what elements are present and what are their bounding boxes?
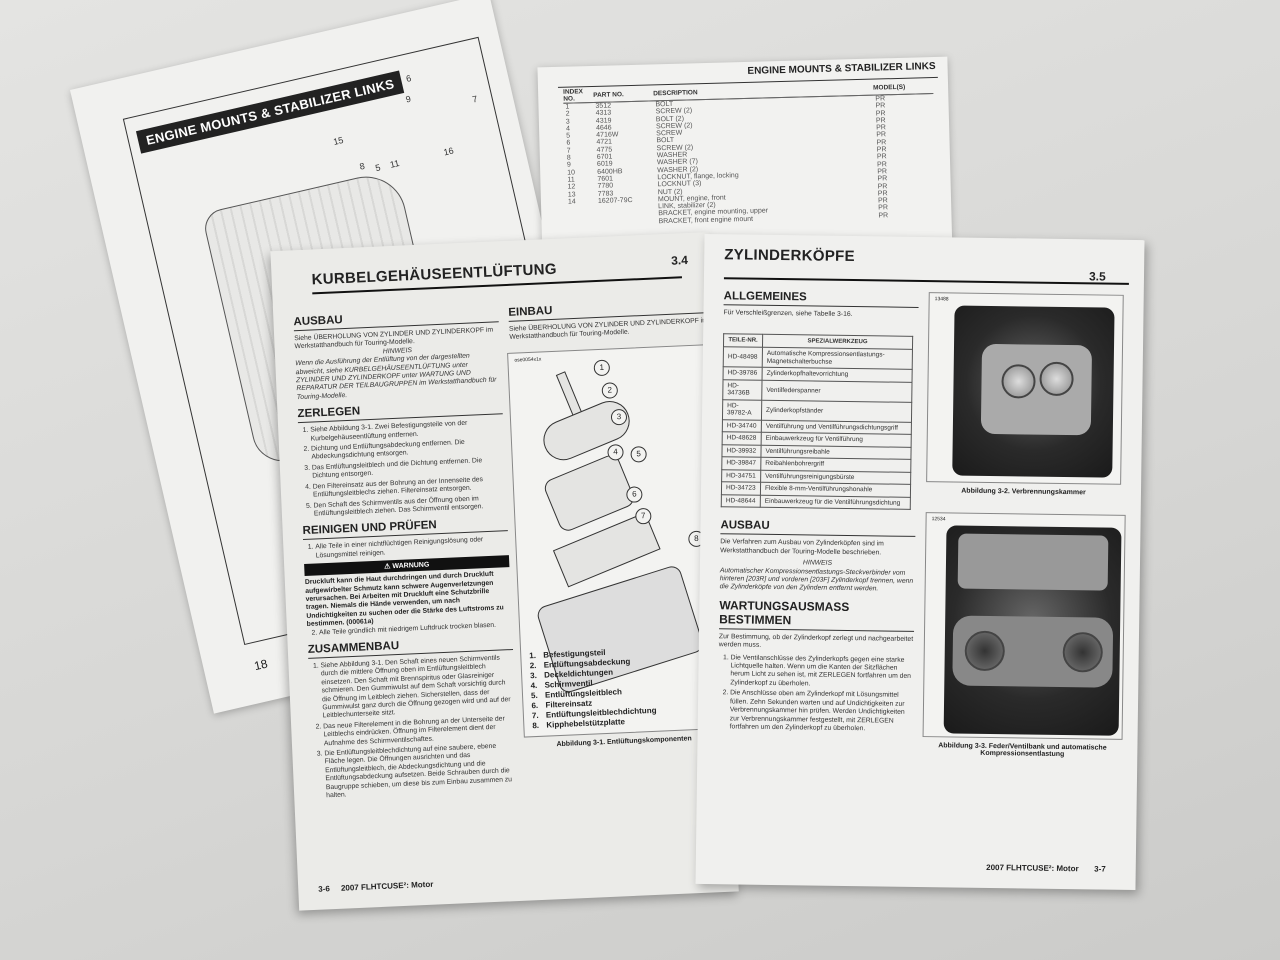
col-part: PART NO. bbox=[593, 86, 654, 103]
legend-number: 6. bbox=[531, 700, 539, 711]
col-models: MODEL(S) bbox=[872, 79, 934, 96]
legend-number: 4. bbox=[530, 680, 538, 691]
footer: 2007 FLHTCUSE²: Motor 3-7 bbox=[986, 863, 1106, 874]
figure-code: 13488 bbox=[934, 296, 949, 303]
section-number: 3.4 bbox=[670, 252, 689, 268]
cell-tool-name: Einbauwerkzeug für die Ventilführungsdic… bbox=[760, 495, 911, 510]
col-part-number: TEILE-NR. bbox=[723, 334, 763, 348]
cell-tool-name: Zylinderkopfständer bbox=[761, 400, 912, 423]
cell-part-number: HD-34723 bbox=[721, 482, 761, 496]
ausbau-text: Die Verfahren zum Ausbau von Zylinderköp… bbox=[720, 538, 884, 557]
legend-number: 1. bbox=[529, 650, 537, 661]
legend-number: 7. bbox=[531, 710, 539, 721]
legend-number: 3. bbox=[529, 670, 538, 681]
legend-number: 8. bbox=[532, 720, 540, 731]
step: Die Entlüftungsleitblechdichtung auf ein… bbox=[324, 742, 519, 801]
footer-page: 3-7 bbox=[1094, 864, 1106, 874]
callout-circle: 4 bbox=[607, 443, 624, 461]
wartung-steps: Die Ventilanschlüsse des Zylinderkopfs g… bbox=[718, 654, 914, 734]
page-3-6: KURBELGEHÄUSEENTLÜFTUNG 3.4 AUSBAU Siehe… bbox=[270, 232, 739, 911]
cell-part-number: HD-39847 bbox=[721, 457, 761, 471]
zusammenbau-steps: Siehe Abbildung 3-1. Den Schaft eines ne… bbox=[308, 654, 519, 801]
figure-3-3: 12534 bbox=[922, 512, 1126, 740]
cell-part-number: HD-39932 bbox=[721, 444, 762, 458]
page-number: 18 bbox=[252, 656, 269, 674]
hinweis-text: Wenn die Ausführung der Entlüftung von d… bbox=[295, 352, 497, 402]
figure-3-2: 13488 bbox=[926, 292, 1124, 485]
valve-spring-photo bbox=[943, 525, 1122, 736]
cell-part-number: HD-34751 bbox=[721, 469, 761, 483]
parts-table: INDEX NO. PART NO. DESCRIPTION MODEL(S) … bbox=[563, 79, 937, 228]
cell-part-number: HD-39782-A bbox=[722, 399, 762, 421]
gasket-surface bbox=[980, 343, 1093, 436]
warning-text: Druckluft kann die Haut durchdringen und… bbox=[304, 570, 504, 629]
cell-part-number: HD-39786 bbox=[723, 367, 763, 381]
step: Siehe Abbildung 3-1. Den Schaft eines ne… bbox=[320, 654, 515, 721]
einbau-text: Siehe ÜBERHOLUNG VON ZYLINDER UND ZYLIND… bbox=[508, 317, 709, 342]
page-title: ZYLINDERKÖPFE bbox=[724, 246, 855, 266]
step: Die Ventilanschlüsse des Zylinderkopfs g… bbox=[730, 654, 913, 690]
allgemeines-text: Für Verschleißgrenzen, siehe Tabelle 3-1… bbox=[723, 309, 853, 319]
cell-part-number: HD-48498 bbox=[723, 347, 763, 368]
callout-circle: 2 bbox=[601, 382, 619, 399]
legend-label: Deckeldichtungen bbox=[543, 667, 614, 680]
parts-page-title: ENGINE MOUNTS & STABILIZER LINKS bbox=[747, 60, 936, 77]
figure-caption: Abbildung 3-2. Verbrennungskammer bbox=[961, 487, 1086, 497]
section-number: 3.5 bbox=[1088, 269, 1106, 284]
callout-circle: 5 bbox=[630, 445, 647, 463]
figure-3-1: ose0054x1x 1 2 3 4 5 6 7 8 1.Befestigung… bbox=[507, 344, 724, 738]
cell-part-number: HD-48644 bbox=[721, 494, 761, 508]
callout-circle: 6 bbox=[626, 486, 643, 503]
figure-code: 12534 bbox=[931, 516, 946, 523]
zerlegen-steps: Siehe Abbildung 3-1. Zwei Befestigungste… bbox=[298, 418, 507, 519]
legend-label: Entlüftungsleitblech bbox=[544, 687, 623, 700]
heading-allgemeines: ALLGEMEINES bbox=[723, 290, 919, 308]
cell-tool-name: Automatische Kompressionsentlastungs-Mag… bbox=[762, 347, 913, 370]
combustion-chamber-photo bbox=[952, 305, 1115, 478]
cell-part-number: HD-34736B bbox=[722, 379, 762, 401]
page-3-7: ZYLINDERKÖPFE 3.5 ALLGEMEINES Für Versch… bbox=[695, 233, 1145, 891]
figure-code: ose0054x1x bbox=[514, 356, 542, 364]
cell-part-number: HD-34740 bbox=[722, 419, 762, 433]
callout-circle: 1 bbox=[593, 359, 611, 377]
footer-title: 2007 FLHTCUSE²: Motor bbox=[986, 862, 1079, 874]
footer: 3-6 2007 FLHTCUSE²: Motor bbox=[318, 880, 433, 894]
footer-title: 2007 FLHTCUSE²: Motor bbox=[340, 879, 434, 893]
warning-label: WARNUNG bbox=[392, 561, 430, 571]
step: Die Anschlüsse oben am Zylinderkopf mit … bbox=[730, 690, 914, 735]
gasket-surface bbox=[957, 533, 1109, 591]
footer-page: 3-6 bbox=[318, 884, 331, 894]
col-index: INDEX NO. bbox=[563, 87, 594, 104]
wartung-text: Zur Bestimmung, ob der Zylinderkopf zerl… bbox=[718, 633, 914, 650]
cell-tool-name: Ventilfederspanner bbox=[761, 380, 913, 403]
figure-caption: Abbildung 3-3. Feder/Ventilbank und auto… bbox=[938, 742, 1107, 759]
heading-wartung: WARTUNGSAUSMASS BESTIMMEN bbox=[719, 598, 915, 632]
legend-number: 5. bbox=[530, 690, 538, 701]
legend-number: 2. bbox=[529, 660, 537, 671]
cell-part-number: HD-48628 bbox=[722, 432, 762, 446]
callout: 11 bbox=[388, 157, 401, 170]
front-booklet: KURBELGEHÄUSEENTLÜFTUNG 3.4 AUSBAU Siehe… bbox=[270, 212, 1150, 911]
heading-ausbau: AUSBAU bbox=[720, 519, 916, 538]
hinweis-text: Automatischer Kompressionsentlastungs-St… bbox=[719, 566, 914, 593]
